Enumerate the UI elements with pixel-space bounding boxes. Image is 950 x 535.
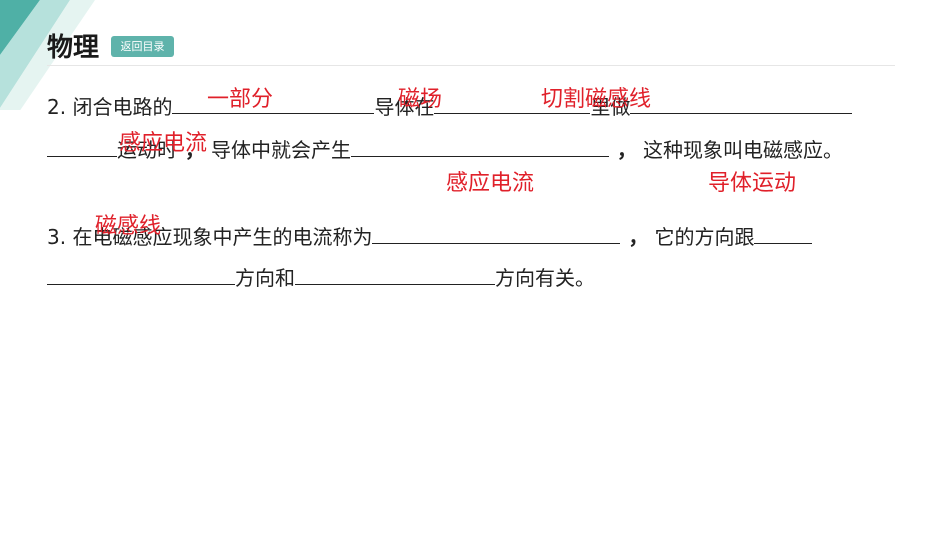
answer-3: 切割磁感线: [541, 87, 652, 112]
question-3-blank-1: [372, 223, 621, 244]
question-3-blank-2: [754, 223, 813, 244]
question-3-line-2: 方向和 方向有关。: [47, 264, 595, 292]
question-2-line-1: 2. 闭合电路的 导体在 里做: [47, 93, 853, 121]
question-3-blank-3: [295, 264, 495, 285]
answer-6: 导体运动: [708, 171, 797, 196]
question-2-blank-1: [172, 93, 375, 114]
answer-5: 感应电流: [446, 171, 535, 196]
question-2-text-4: 运动时: [117, 138, 177, 162]
question-2-blank-2: [434, 93, 591, 114]
question-2-text-6: 这种现象叫电磁感应。: [643, 138, 843, 162]
question-3-text-3: 方向和: [235, 266, 295, 290]
question-2-text-3: 里做: [590, 95, 631, 119]
question-2-blank-3-continued: [47, 136, 117, 157]
question-2-text-1: 闭合电路的: [72, 95, 173, 119]
question-3-text-4: 方向有关。: [495, 266, 595, 290]
question-2-blank-4: [351, 136, 609, 157]
answer-4: 感应电流: [119, 131, 208, 156]
question-2-comma-2: ，: [617, 138, 637, 162]
corner-decoration: [0, 0, 95, 110]
question-2-line-2: 运动时，导体中就会产生，这种现象叫电磁感应。: [47, 136, 843, 164]
question-3-text-2: 它的方向跟: [654, 225, 755, 249]
question-3-text-1: 在电磁感应现象中产生的电流称为: [72, 225, 373, 249]
header-divider: [47, 65, 895, 66]
question-3-comma-1: ，: [628, 225, 649, 249]
question-2-text-5: 导体中就会产生: [211, 138, 351, 162]
back-to-contents-button[interactable]: 返回目录: [111, 36, 174, 57]
question-2-blank-3: [630, 93, 853, 114]
question-3-line-1: 3. 在电磁感应现象中产生的电流称为 ，它的方向跟: [47, 223, 813, 251]
question-3-number: 3.: [47, 225, 67, 249]
page-title: 物理: [47, 33, 100, 63]
answer-2: 磁场: [398, 87, 443, 112]
answer-7: 磁感线: [95, 214, 162, 239]
answer-1: 一部分: [207, 87, 274, 112]
question-3-blank-2-continued: [47, 264, 235, 285]
question-2-number: 2.: [47, 95, 67, 119]
question-2-text-2: 导体在: [374, 95, 435, 119]
question-2-comma-1: ，: [185, 138, 205, 162]
